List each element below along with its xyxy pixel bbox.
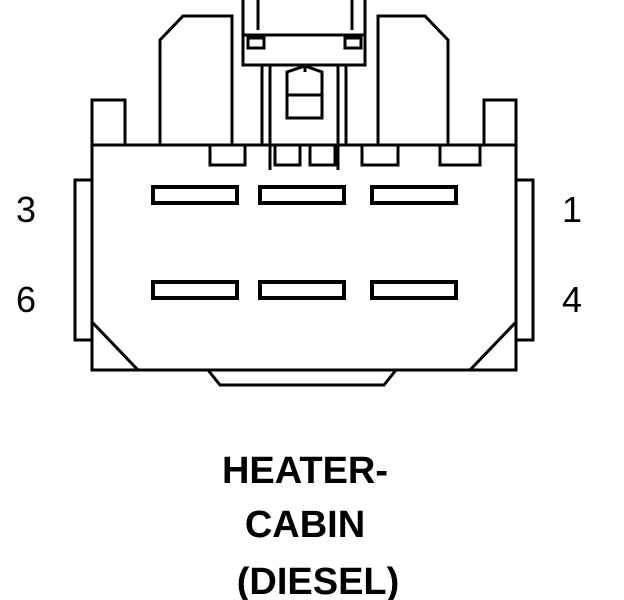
terminal-4 (370, 280, 458, 300)
terminal-2 (258, 185, 346, 205)
caption-line-1: HEATER- (222, 450, 388, 492)
latch-housing (241, 0, 367, 170)
pin-label-4: 4 (562, 279, 582, 320)
terminal-1 (370, 185, 458, 205)
top-notches (208, 145, 482, 167)
right-lock-tab (376, 14, 450, 145)
pin-label-6: 6 (16, 279, 36, 320)
terminal-row-bottom (151, 280, 458, 300)
pin-label-1: 1 (562, 189, 582, 230)
left-lock-tab (158, 14, 234, 145)
connector-body (73, 0, 535, 387)
terminal-5 (258, 280, 346, 300)
left-side-rail (73, 178, 92, 342)
terminal-row-top (151, 185, 458, 205)
caption-line-2: CABIN (245, 504, 365, 546)
bottom-skirt (206, 369, 398, 387)
connector-face (90, 143, 518, 372)
terminal-3 (151, 185, 239, 205)
pin-label-3: 3 (16, 189, 36, 230)
left-shoulder (90, 98, 127, 145)
left-chamfer (90, 320, 140, 372)
right-chamfer (468, 320, 518, 372)
right-side-rail (516, 178, 535, 342)
right-shoulder (482, 98, 518, 145)
terminal-6 (151, 280, 239, 300)
caption-line-3: (DIESEL) (237, 561, 400, 600)
